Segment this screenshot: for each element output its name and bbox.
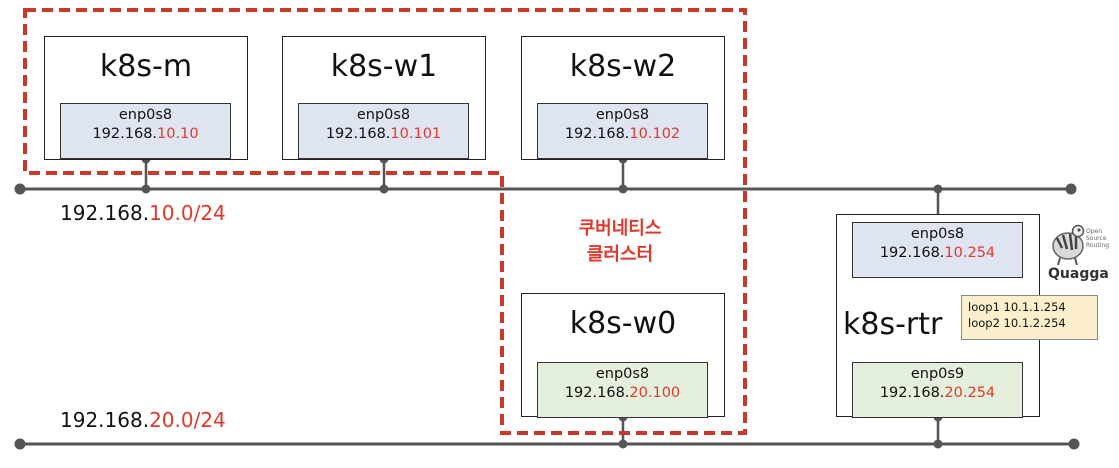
ip-prefix: 192.168.	[92, 126, 158, 142]
node-interface: enp0s8 192.168.10.10	[60, 103, 231, 159]
router-title: k8s-rtr	[843, 307, 943, 342]
network-prefix: 192.168.	[60, 408, 150, 432]
ip-suffix: 10.10	[157, 126, 199, 142]
bus-end-dot	[1068, 438, 1080, 450]
cluster-label-line1: 쿠버네티스	[578, 218, 662, 239]
interface-name: enp0s8	[910, 226, 965, 242]
router-interface-bottom: enp0s9 192.168.20.254	[852, 362, 1023, 418]
connector-dot	[379, 184, 389, 194]
router-interface-top: enp0s8 192.168.10.254	[852, 222, 1023, 278]
connector-dot	[618, 184, 628, 194]
interface-name: enp0s8	[118, 107, 173, 123]
quagga-icon	[1052, 224, 1085, 266]
ip-prefix: 192.168.	[564, 385, 630, 401]
cluster-boundary	[23, 8, 747, 435]
quagga-logo: Open Source Routing Quagga	[1046, 222, 1116, 288]
tagline-line: Source	[1086, 235, 1107, 242]
ip-suffix: 20.100	[629, 385, 681, 401]
network-suffix: 20.0/24	[149, 408, 226, 432]
bus-end-dot	[14, 183, 26, 195]
node-k8s-w0: k8s-w0 enp0s8 192.168.20.100	[521, 293, 725, 418]
tagline-line: Open	[1086, 228, 1103, 235]
network-suffix: 10.0/24	[149, 201, 226, 225]
node-title: k8s-w2	[569, 49, 677, 84]
node-title: k8s-w1	[330, 49, 438, 84]
connector-dot	[618, 439, 628, 449]
interface-ip: 192.168.10.10	[61, 125, 230, 144]
node-title: k8s-m	[99, 49, 193, 84]
quagga-wordmark: Quagga	[1048, 266, 1109, 282]
cluster-label-line2: 클러스터	[586, 244, 654, 265]
bus-end-dot	[14, 438, 26, 450]
connector-dot	[141, 184, 151, 194]
interface-name: enp0s8	[595, 366, 650, 382]
tagline-line: Routing	[1086, 242, 1110, 249]
node-interface: enp0s8 192.168.20.100	[537, 362, 708, 418]
loopback-1: loop1 10.1.1.254	[968, 300, 1066, 314]
interface-name: enp0s8	[595, 107, 650, 123]
ip-prefix: 192.168.	[879, 385, 945, 401]
ip-suffix: 10.254	[944, 245, 996, 261]
node-k8s-w2: k8s-w2 enp0s8 192.168.10.102	[521, 36, 725, 160]
network-label-10: 192.168.10.0/24	[60, 201, 226, 225]
loopback-box: loop1 10.1.1.254 loop2 10.1.2.254	[961, 295, 1098, 340]
interface-name: enp0s8	[356, 107, 411, 123]
interface-name: enp0s9	[910, 366, 965, 382]
interface-ip: 192.168.10.102	[538, 125, 707, 144]
interface-ip: 192.168.20.100	[538, 384, 707, 403]
ip-suffix: 10.101	[390, 126, 442, 142]
node-k8s-w1: k8s-w1 enp0s8 192.168.10.101	[282, 36, 486, 160]
node-title: k8s-w0	[569, 306, 677, 341]
connector-dot	[933, 439, 943, 449]
ip-prefix: 192.168.	[564, 126, 630, 142]
node-interface: enp0s8 192.168.10.101	[298, 103, 469, 159]
ip-prefix: 192.168.	[879, 245, 945, 261]
bus-end-dot	[1065, 183, 1077, 195]
cluster-label: 쿠버네티스 클러스터	[540, 216, 700, 268]
interface-ip: 192.168.10.254	[853, 244, 1022, 263]
loopback-2: loop2 10.1.2.254	[968, 316, 1066, 330]
interface-ip: 192.168.10.101	[299, 125, 468, 144]
ip-suffix: 10.102	[629, 126, 681, 142]
node-interface: enp0s8 192.168.10.102	[537, 103, 708, 159]
connector-dot	[933, 184, 943, 194]
interface-ip: 192.168.20.254	[853, 384, 1022, 403]
network-label-20: 192.168.20.0/24	[60, 408, 226, 432]
ip-suffix: 20.254	[944, 385, 996, 401]
ip-prefix: 192.168.	[325, 126, 391, 142]
node-k8s-m: k8s-m enp0s8 192.168.10.10	[44, 36, 248, 160]
quagga-tagline: Open Source Routing	[1086, 228, 1109, 249]
network-prefix: 192.168.	[60, 201, 150, 225]
